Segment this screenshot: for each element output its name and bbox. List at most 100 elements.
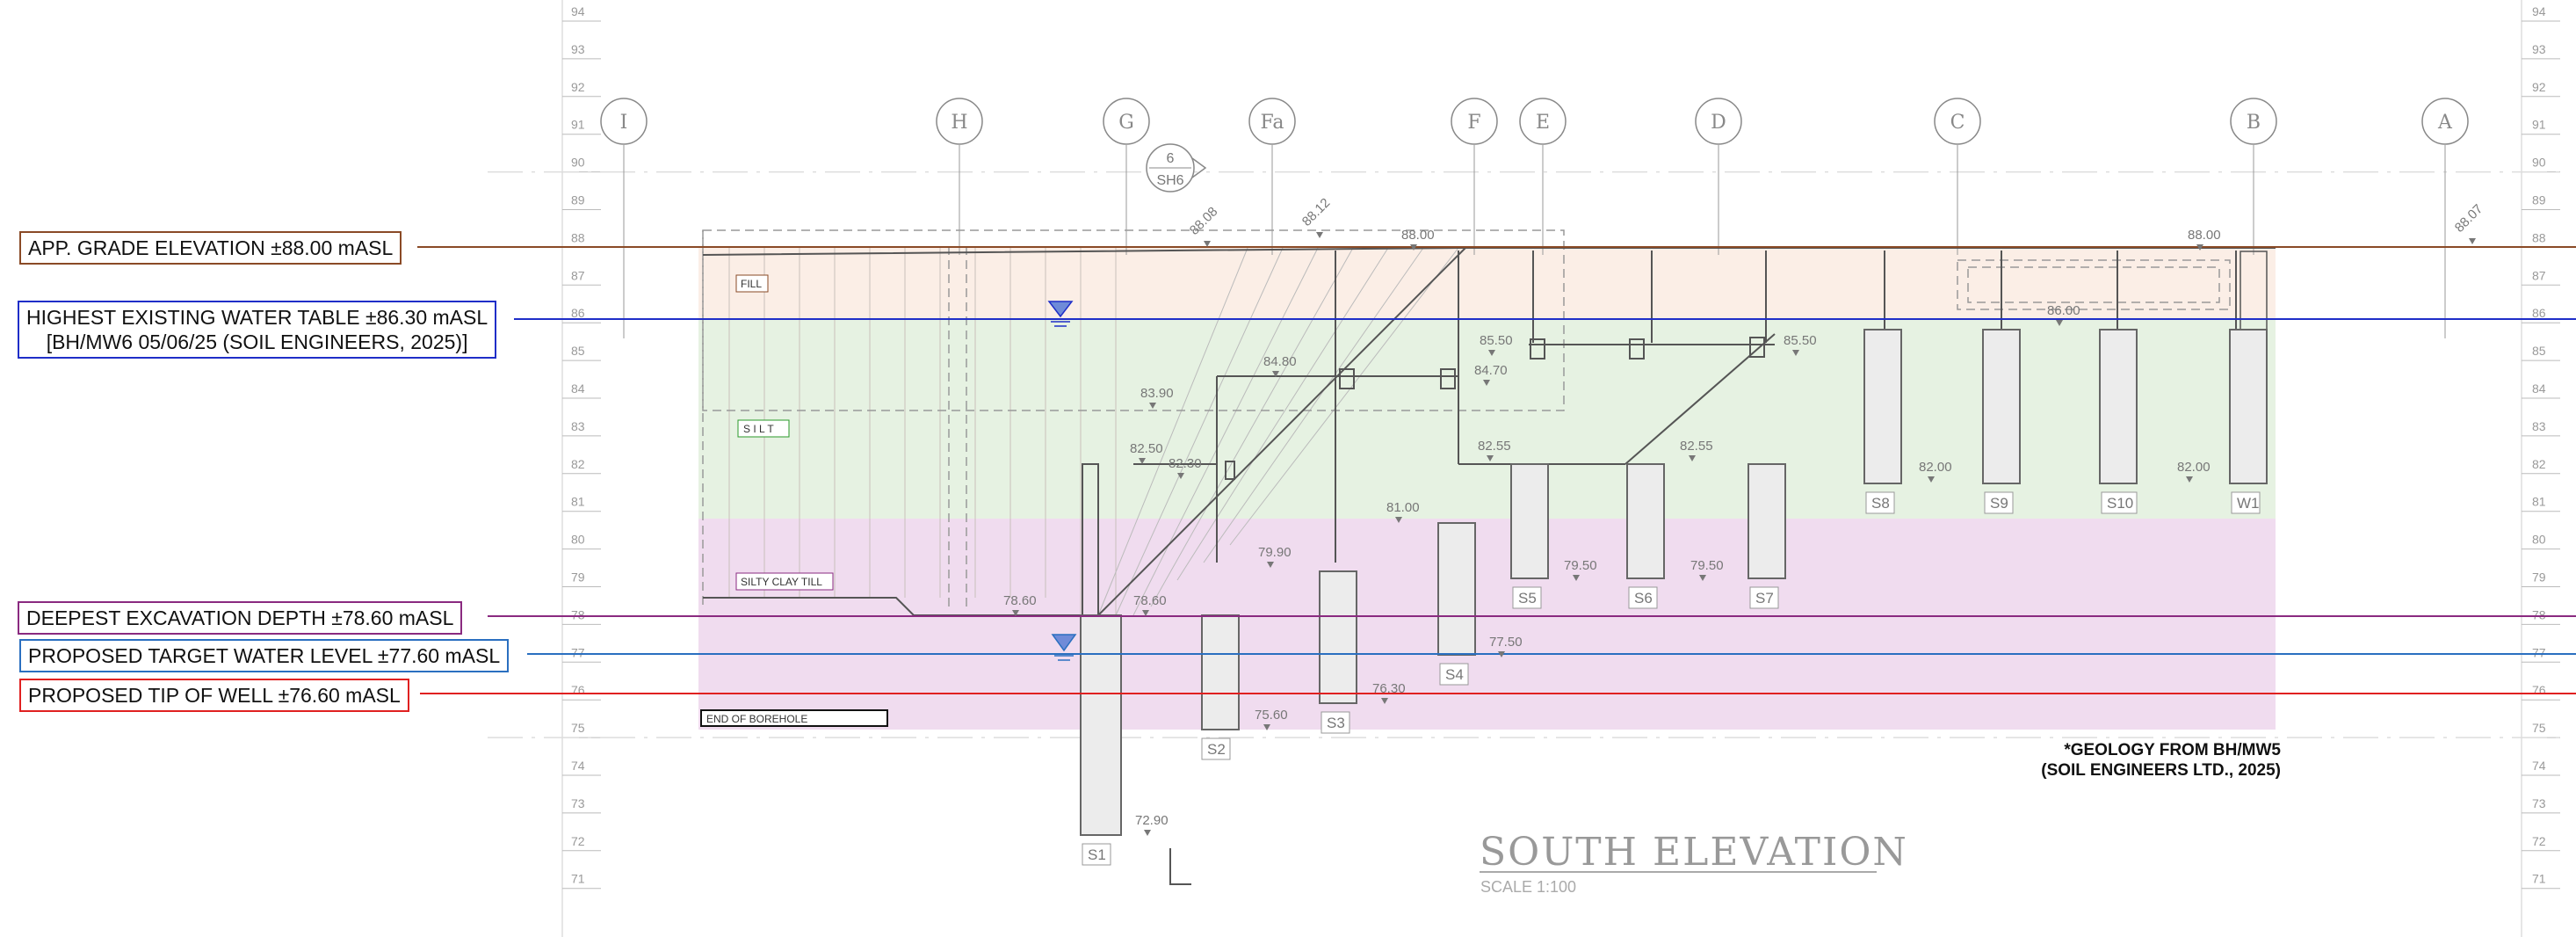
sump-label-box: [2101, 491, 2138, 514]
axis-label-left: 72: [571, 834, 585, 848]
elevation-marker: [1689, 455, 1696, 461]
elevation-value: 83.90: [1140, 386, 1174, 401]
sump-label-box: [1321, 711, 1350, 734]
axis-label-right: 75: [2532, 721, 2546, 735]
elevation-marker: [1204, 241, 1211, 247]
gridline-label: B: [2247, 112, 2261, 134]
axis-label-right: 80: [2532, 533, 2546, 547]
gridline-label: I: [620, 112, 628, 134]
elevation-marker: [1177, 473, 1184, 479]
grade-elevation-callout: APP. GRADE ELEVATION ±88.00 mASL: [19, 231, 402, 265]
elevation-value: 85.50: [1480, 333, 1513, 348]
gridline-bubble: [2230, 98, 2277, 145]
geology-note: *GEOLOGY FROM BH/MW5 (SOIL ENGINEERS LTD…: [2041, 740, 2281, 781]
soil-labels: FILL S I L T SILTY CLAY TILL END OF BORE…: [700, 274, 888, 727]
end-of-borehole-label: END OF BOREHOLE: [706, 713, 807, 725]
elevation-value: 82.30: [1169, 456, 1202, 471]
elevation-marker: [1792, 350, 1799, 356]
gridline-label: G: [1118, 112, 1134, 134]
gridline-bubble: [936, 98, 983, 145]
axis-label-left: 89: [571, 193, 585, 207]
axis-label-left: 87: [571, 268, 585, 282]
target-water-symbol: [1051, 634, 1077, 661]
axis-label-right: 81: [2532, 495, 2546, 509]
elevation-value: 75.60: [1255, 708, 1288, 723]
elevation-value: 82.00: [1919, 460, 1952, 475]
axis-label-right: 82: [2532, 457, 2546, 471]
sump-label-box: [1628, 586, 1658, 609]
axis-label-left: 94: [571, 4, 585, 18]
sump-label-box: [1512, 586, 1542, 609]
elevation-marker: [1012, 610, 1019, 616]
sump-label: S1: [1088, 846, 1106, 863]
dashed-envelope: [702, 229, 2231, 607]
callout-lines: [417, 246, 2576, 694]
target-water-callout: PROPOSED TARGET WATER LEVEL ±77.60 mASL: [19, 639, 510, 672]
axis-label-left: 91: [571, 118, 585, 132]
axis-label-left: 71: [571, 872, 585, 886]
elevation-value: 84.80: [1263, 354, 1297, 369]
elevation-value: 88.08: [1187, 204, 1221, 238]
fill-hatching: [728, 248, 1117, 615]
axis-label-left: 75: [571, 721, 585, 735]
sump-label-box: [1865, 491, 1895, 514]
section-sheet: SH6: [1156, 173, 1183, 188]
gridline-bubble: [1519, 98, 1567, 145]
sump-label-box: [1984, 491, 2014, 514]
elevation-marker: [1928, 476, 1935, 483]
axis-label-right: 85: [2532, 344, 2546, 358]
elevation-marker: [1487, 455, 1494, 461]
elevation-marker: [2196, 244, 2203, 251]
section-number: 6: [1167, 151, 1175, 166]
elevation-value: 86.00: [2047, 303, 2080, 318]
elevation-marker: [1142, 610, 1149, 616]
axis-label-right: 74: [2532, 759, 2546, 773]
elevation-value: 88.12: [1299, 195, 1334, 229]
elevation-marker: [1483, 380, 1490, 386]
gridline-bubble: [1103, 98, 1150, 145]
axis-label-left: 82: [571, 457, 585, 471]
silty-clay-layer: [698, 519, 2276, 730]
gridline-label: Fa: [1261, 112, 1284, 134]
elevation-value: 76.30: [1372, 681, 1406, 696]
elevation-marker: [1149, 403, 1156, 409]
fill-layer: [698, 248, 2276, 320]
axis-label-right: 91: [2532, 118, 2546, 132]
gridline-bubble: [600, 98, 648, 145]
sump-label: S3: [1327, 715, 1345, 731]
elevation-marker: [1699, 575, 1706, 581]
axis-label-left: 81: [571, 495, 585, 509]
sump-label: S8: [1871, 495, 1890, 512]
axis-label-left: 79: [571, 570, 585, 585]
gridline-bubble: [2421, 98, 2469, 145]
axis-label-left: 90: [571, 156, 585, 170]
axis-label-right: 88: [2532, 230, 2546, 244]
sump-label: S2: [1207, 741, 1226, 758]
elevation-value: 82.55: [1680, 439, 1713, 454]
section-marker: 6 SH6: [1146, 143, 1207, 192]
elevation-marker: [2186, 476, 2193, 483]
gridline-label: A: [2437, 112, 2453, 134]
silt-layer: [698, 320, 2276, 519]
axis-label-left: 73: [571, 796, 585, 810]
elevation-marker: [1498, 651, 1505, 657]
sump-label: S4: [1445, 666, 1464, 683]
axis-label-right: 83: [2532, 419, 2546, 433]
elevation-marker: [1395, 517, 1402, 523]
elevation-value: 78.60: [1003, 593, 1037, 608]
elevation-marker: [1573, 575, 1580, 581]
gridline-bubble: [1695, 98, 1742, 145]
axis-label-right: 73: [2532, 796, 2546, 810]
elevation-value: 82.50: [1130, 441, 1163, 456]
elevation-value: 72.90: [1135, 813, 1169, 828]
elevation-value: 84.70: [1474, 363, 1508, 378]
axis-label-right: 94: [2532, 4, 2546, 18]
axis-label-left: 93: [571, 42, 585, 56]
elevation-value: 79.50: [1690, 558, 1724, 573]
clay-label: SILTY CLAY TILL: [741, 576, 822, 588]
elevation-marker: [1144, 830, 1151, 836]
drawing-scale: SCALE 1:100: [1480, 878, 1576, 896]
